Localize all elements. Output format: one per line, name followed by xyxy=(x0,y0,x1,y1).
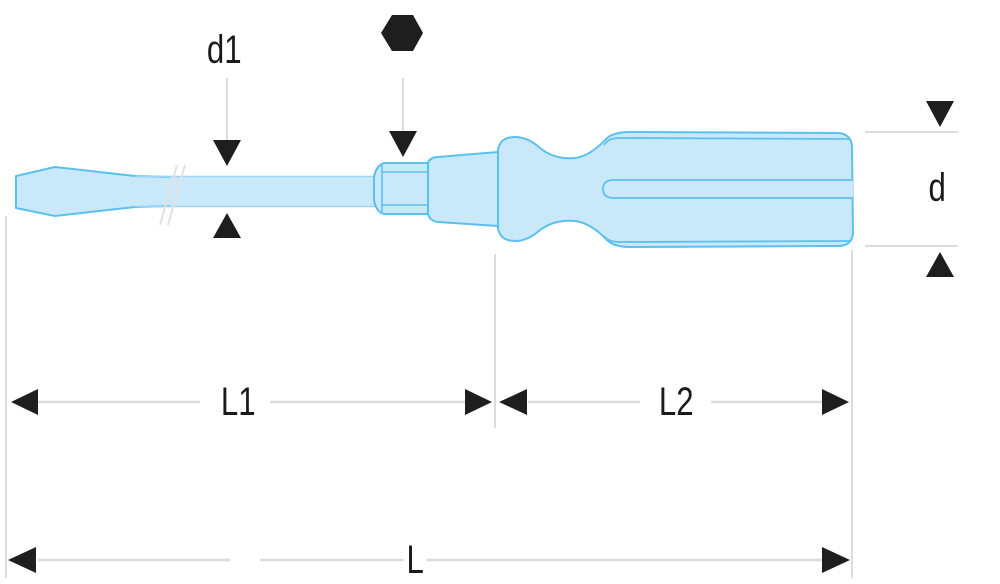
screwdriver xyxy=(15,131,854,248)
arrowheads xyxy=(8,101,954,573)
arrow-d-up xyxy=(926,252,954,277)
arrow-d-down xyxy=(926,101,954,127)
arrow-l-left xyxy=(8,547,36,573)
arrow-d1-up xyxy=(213,213,241,238)
break-marks xyxy=(159,164,186,226)
shaft xyxy=(170,177,376,206)
handle-flute-center xyxy=(602,179,853,199)
blade-tip xyxy=(15,166,173,217)
arrow-d1-down xyxy=(213,140,241,166)
handle-flute-top xyxy=(603,137,851,146)
label-d: d xyxy=(925,168,949,208)
dimension-lines xyxy=(38,400,822,562)
label-d1: d1 xyxy=(203,30,245,70)
label-l1: L1 xyxy=(217,382,259,422)
handle-flute-bottom xyxy=(603,235,851,243)
hexagon-icon xyxy=(381,15,423,51)
extension-lines xyxy=(5,78,958,578)
arrow-l-right xyxy=(822,547,850,573)
arrow-l1-left xyxy=(11,389,38,415)
label-l: L xyxy=(403,540,427,580)
arrow-l1-right xyxy=(465,389,492,415)
ferrule xyxy=(427,151,499,227)
label-l2: L2 xyxy=(655,382,697,422)
arrow-hex-down xyxy=(389,131,417,157)
arrow-l2-left xyxy=(499,389,527,415)
arrow-l2-right xyxy=(822,389,849,415)
